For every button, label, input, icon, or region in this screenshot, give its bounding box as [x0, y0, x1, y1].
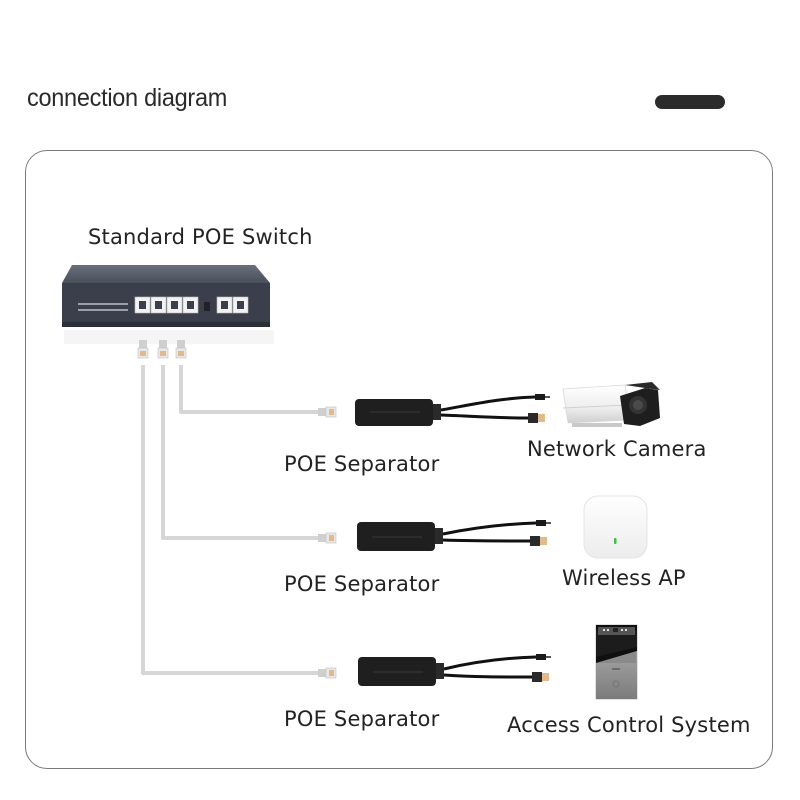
- ap-status-led: [614, 538, 617, 544]
- separator-label: POE Separator: [284, 707, 440, 731]
- device-label-network-camera: Network Camera: [527, 437, 707, 461]
- cable-to-separator-3: [141, 365, 318, 675]
- ethernet-cables: [141, 365, 318, 675]
- cable-to-separator-1: [179, 365, 318, 414]
- device-label-wireless-ap: Wireless AP: [562, 566, 686, 590]
- poe-separator-icon: [317, 654, 551, 686]
- separator-label: POE Separator: [284, 572, 440, 596]
- poe-switch-icon: [62, 265, 274, 344]
- wireless-ap-icon: [583, 495, 648, 559]
- poe-separator-icon: [317, 394, 550, 426]
- switch-plugs: [137, 339, 187, 359]
- header-pill-handle: [655, 95, 725, 109]
- page-title: connection diagram: [27, 84, 228, 112]
- diagram-panel: [25, 150, 773, 769]
- cable-to-separator-2: [161, 365, 318, 540]
- switch-label: Standard POE Switch: [88, 225, 313, 249]
- separator-label: POE Separator: [284, 452, 440, 476]
- network-camera-icon: [562, 382, 660, 427]
- device-label-access-control: Access Control System: [507, 713, 751, 737]
- poe-separator-icon: [317, 520, 551, 551]
- access-control-icon: [595, 624, 638, 700]
